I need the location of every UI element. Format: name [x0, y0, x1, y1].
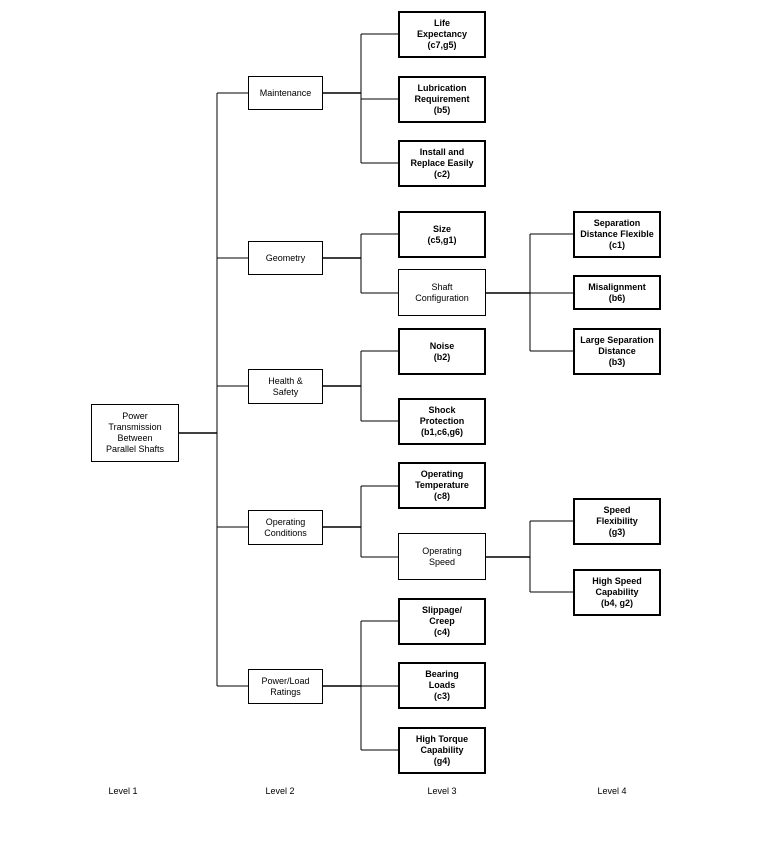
node-shock-protection: Shock Protection (b1,c6,g6)	[398, 398, 486, 445]
node-operating-conditions: Operating Conditions	[248, 510, 323, 545]
node-label: High Torque Capability (g4)	[415, 734, 469, 766]
level-2-label: Level 2	[265, 786, 295, 796]
node-high-speed-capability: High Speed Capability (b4, g2)	[573, 569, 661, 616]
node-label: Geometry	[265, 252, 306, 263]
node-label: Operating Speed	[422, 545, 462, 567]
node-install-replace: Install and Replace Easily (c2)	[398, 140, 486, 187]
node-label: High Speed Capability (b4, g2)	[592, 576, 642, 608]
node-label: Install and Replace Easily (c2)	[410, 147, 474, 179]
node-geometry: Geometry	[248, 241, 323, 275]
node-label: Lubrication Requirement (b5)	[414, 83, 470, 115]
node-label: Shock Protection (b1,c6,g6)	[419, 405, 465, 437]
node-label: Separation Distance Flexible (c1)	[580, 218, 654, 250]
node-lubrication-requirement: Lubrication Requirement (b5)	[398, 76, 486, 123]
node-label: Life Expectancy (c7,g5)	[416, 18, 468, 50]
node-high-torque: High Torque Capability (g4)	[398, 727, 486, 774]
node-label: Power/Load Ratings	[261, 675, 310, 697]
node-label: Speed Flexibility (g3)	[596, 505, 638, 537]
level-3-label: Level 3	[427, 786, 457, 796]
level-1-label: Level 1	[108, 786, 138, 796]
node-label: Misalignment (b6)	[588, 281, 646, 303]
node-noise: Noise (b2)	[398, 328, 486, 375]
node-label: Health & Safety	[268, 375, 303, 397]
node-label: Large Separation Distance (b3)	[580, 335, 654, 367]
node-label: Maintenance	[259, 87, 312, 98]
node-speed-flexibility: Speed Flexibility (g3)	[573, 498, 661, 545]
node-bearing-loads: Bearing Loads (c3)	[398, 662, 486, 709]
node-label: Slippage/ Creep (c4)	[421, 605, 462, 637]
node-large-separation-distance: Large Separation Distance (b3)	[573, 328, 661, 375]
node-life-expectancy: Life Expectancy (c7,g5)	[398, 11, 486, 58]
node-separation-distance-flexible: Separation Distance Flexible (c1)	[573, 211, 661, 258]
node-label: Size (c5,g1)	[427, 223, 457, 245]
node-slippage-creep: Slippage/ Creep (c4)	[398, 598, 486, 645]
level-4-label: Level 4	[597, 786, 627, 796]
node-label: Bearing Loads (c3)	[425, 669, 459, 701]
node-label: Noise (b2)	[429, 340, 455, 362]
node-operating-temperature: Operating Temperature (c8)	[398, 462, 486, 509]
node-label: Shaft Configuration	[415, 281, 469, 303]
node-shaft-configuration: Shaft Configuration	[398, 269, 486, 316]
node-health-safety: Health & Safety	[248, 369, 323, 404]
node-misalignment: Misalignment (b6)	[573, 275, 661, 310]
node-operating-speed: Operating Speed	[398, 533, 486, 580]
node-label: Operating Temperature (c8)	[415, 469, 469, 501]
node-maintenance: Maintenance	[248, 76, 323, 110]
node-size: Size (c5,g1)	[398, 211, 486, 258]
node-label: Power Transmission Between Parallel Shaf…	[105, 411, 165, 454]
node-root: Power Transmission Between Parallel Shaf…	[91, 404, 179, 462]
node-power-load-ratings: Power/Load Ratings	[248, 669, 323, 704]
node-label: Operating Conditions	[264, 516, 307, 538]
